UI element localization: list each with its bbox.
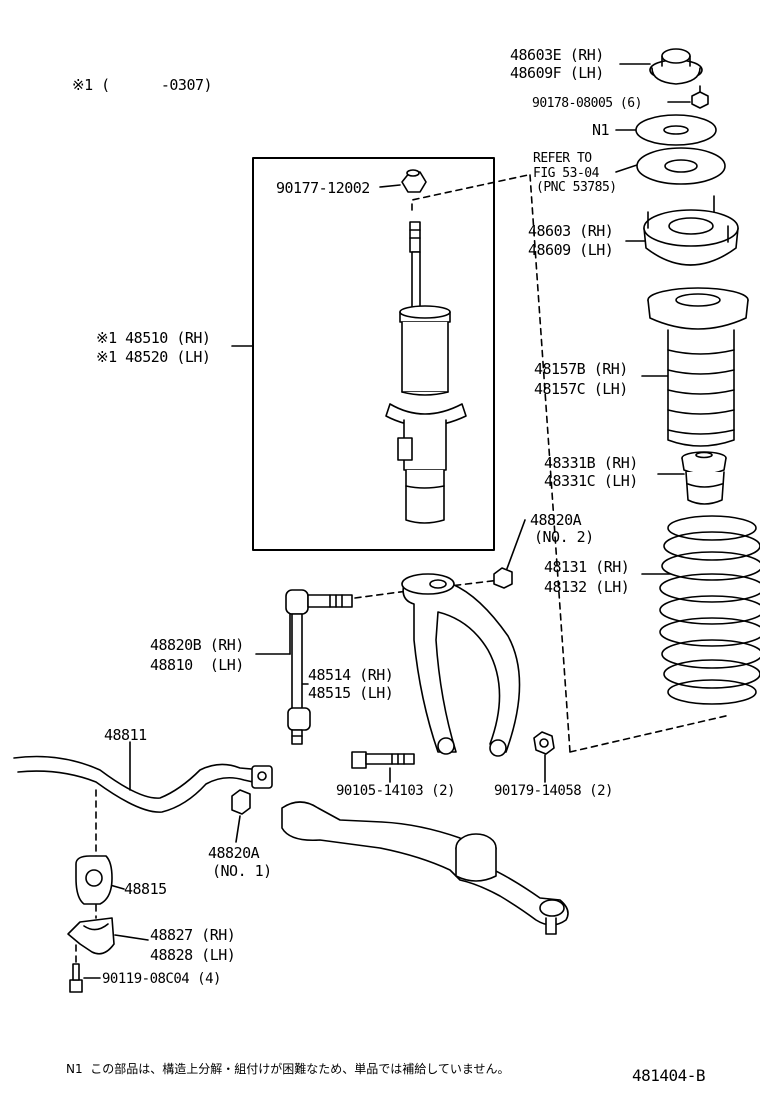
label-stabilizer-link-rh: 48820B (RH): [150, 636, 244, 654]
label-bolt-bracket: 90119-08C04 (4): [102, 971, 221, 987]
label-link-nut-no1-sub: (NO. 1): [212, 862, 272, 880]
bracket-bolt: [69, 963, 83, 993]
shock-absorber: [385, 221, 467, 524]
label-bumper-stopper-lh: 48331C (LH): [544, 472, 638, 490]
label-coil-spring-rh: 48131 (RH): [544, 558, 630, 576]
suspension-support: [643, 195, 739, 266]
plate: [636, 147, 726, 185]
label-shock-absorber-rh: ※1 48510 (RH): [96, 329, 211, 347]
label-bump-bellow-lh: 48157C (LH): [534, 380, 628, 398]
stabilizer-bar: [13, 755, 273, 813]
label-support-cover-lh: 48609F (LH): [510, 64, 604, 82]
stabilizer-link: [285, 589, 353, 745]
lower-arm: [281, 801, 569, 935]
label-bump-bellow-rh: 48157B (RH): [534, 360, 628, 378]
label-link-nut-no2-sub: (NO. 2): [534, 528, 594, 546]
label-refer-1: REFER TO: [533, 151, 592, 166]
stabilizer-bushing: [75, 855, 113, 905]
label-shock-nut: 90177-12002: [276, 179, 370, 197]
suspension-fork: [401, 573, 521, 757]
label-stabilizer-link-lh: 48810 (LH): [150, 656, 244, 674]
label-fork-lh: 48515 (LH): [308, 684, 394, 702]
label-support-assy-rh: 48603 (RH): [528, 222, 614, 240]
label-bumper-stopper-rh: 48331B (RH): [544, 454, 638, 472]
link-nut-no2: [493, 567, 513, 589]
label-link-nut-no2: 48820A: [530, 511, 582, 529]
label-refer-2: FIG 53-04: [533, 166, 599, 181]
label-bolt-fork: 90105-14103 (2): [336, 783, 455, 799]
applicability-note: ※1 ( -0307): [72, 76, 213, 94]
label-support-cover-rh: 48603E (RH): [510, 46, 604, 64]
fork-nut: [533, 731, 555, 755]
bumper-stopper: [681, 451, 727, 505]
support-cover: [649, 48, 703, 85]
upper-washer: [635, 114, 717, 146]
label-bushing: 48815: [124, 880, 167, 898]
support-nut: [691, 85, 709, 109]
fork-bolt: [351, 751, 415, 769]
bump-bellow: [647, 287, 749, 447]
coil-spring: [659, 515, 760, 705]
label-support-assy-lh: 48609 (LH): [528, 241, 614, 259]
label-stabilizer-bar: 48811: [104, 726, 147, 744]
label-link-nut-no1: 48820A: [208, 844, 260, 862]
leader-lines: [83, 63, 691, 979]
shock-upper-nut: [401, 169, 427, 193]
figure-code: 481404-B: [632, 1066, 706, 1085]
label-n1: N1: [592, 121, 610, 139]
label-fork-rh: 48514 (RH): [308, 666, 394, 684]
footer-note: N1 この部品は、構造上分解・組付けが困難なため、単品では補給していません。: [66, 1062, 510, 1076]
link-nut-no1: [231, 789, 251, 815]
label-shock-absorber-lh: ※1 48520 (LH): [96, 348, 211, 366]
label-refer-3: (PNC 53785): [536, 180, 617, 195]
label-nut-support: 90178-08005 (6): [532, 96, 642, 111]
bushing-bracket: [67, 917, 115, 955]
label-bracket-lh: 48828 (LH): [150, 946, 236, 964]
label-coil-spring-lh: 48132 (LH): [544, 578, 630, 596]
label-nut-fork: 90179-14058 (2): [494, 783, 613, 799]
shock-absorber-inset-box: [252, 157, 495, 551]
label-bracket-rh: 48827 (RH): [150, 926, 236, 944]
